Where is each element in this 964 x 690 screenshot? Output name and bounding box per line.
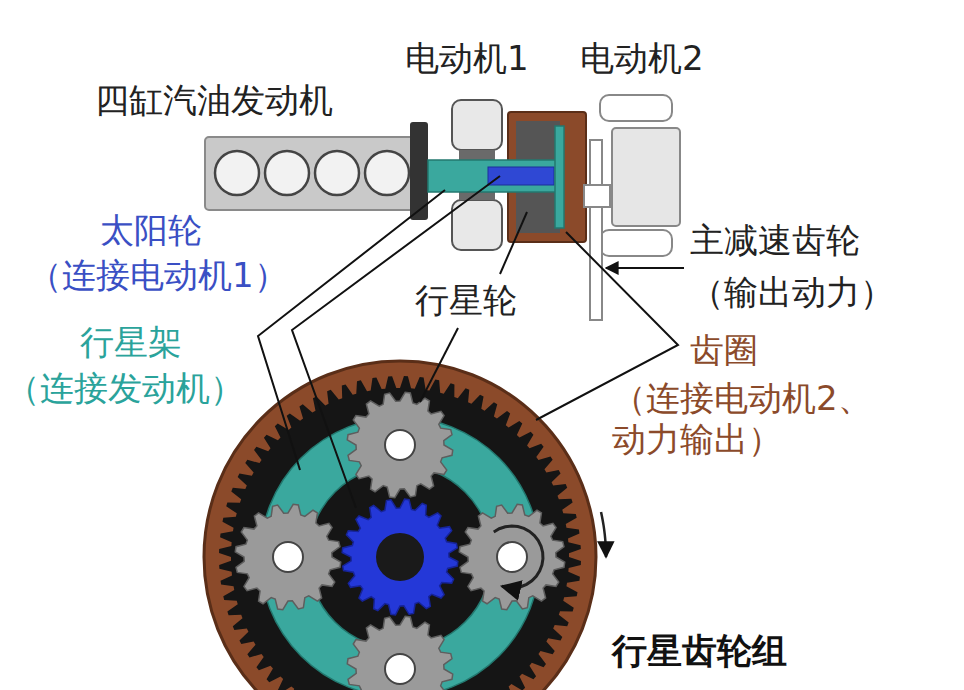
engine-block [205, 137, 415, 210]
part-name: 太阳轮 [100, 210, 202, 251]
part-note: （输出动力） [690, 272, 894, 313]
carrier-shaft [428, 160, 560, 192]
leader-line [258, 190, 445, 470]
planet-pin [497, 542, 527, 572]
planet-gear [347, 392, 452, 497]
group-title: 行星齿轮组 [612, 630, 787, 672]
sun-bore [376, 533, 424, 581]
rotation-arrow [494, 526, 543, 588]
planet-gear [235, 504, 340, 609]
ring-teeth [219, 376, 581, 690]
sun-shaft [488, 167, 554, 185]
part-note: （连接电动机2、动力输出） [612, 378, 884, 460]
part-note: （连接电动机1） [28, 255, 288, 296]
leader-line [292, 176, 500, 508]
planet-pin [273, 542, 303, 572]
rotation-arrow [601, 512, 606, 557]
planet-gear [459, 504, 564, 609]
planet-gear [347, 616, 452, 690]
motor-coil [600, 230, 672, 256]
motor-body [612, 128, 680, 226]
leader-arrow [606, 267, 684, 269]
motor-coil [452, 200, 502, 250]
planet-pin [385, 430, 415, 460]
planet-pin [385, 654, 415, 684]
part-name: 齿圈 [690, 330, 758, 371]
part-name: 行星轮 [415, 280, 517, 321]
ring-gear [204, 361, 596, 690]
motor-coil [600, 95, 672, 121]
planetary-gearset [204, 361, 606, 690]
leader-line [500, 212, 527, 274]
motor-coil [452, 100, 502, 150]
carrier-plate [555, 126, 564, 228]
cylinder [315, 151, 359, 195]
motor-label: 电动机2 [580, 38, 704, 79]
engine-label: 四缸汽油发动机 [95, 80, 333, 121]
motor-label: 电动机1 [405, 38, 529, 79]
part-name: 行星架 [80, 322, 182, 363]
cylinder [265, 151, 309, 195]
part-note: （连接发动机） [6, 368, 244, 409]
leader-line [420, 328, 458, 402]
part-name: 主减速齿轮 [690, 220, 860, 261]
cylinder [215, 151, 259, 195]
gear-hub [584, 185, 610, 207]
sun-gear [342, 499, 458, 615]
cylinder [365, 151, 409, 195]
reduction-gear [590, 140, 602, 320]
